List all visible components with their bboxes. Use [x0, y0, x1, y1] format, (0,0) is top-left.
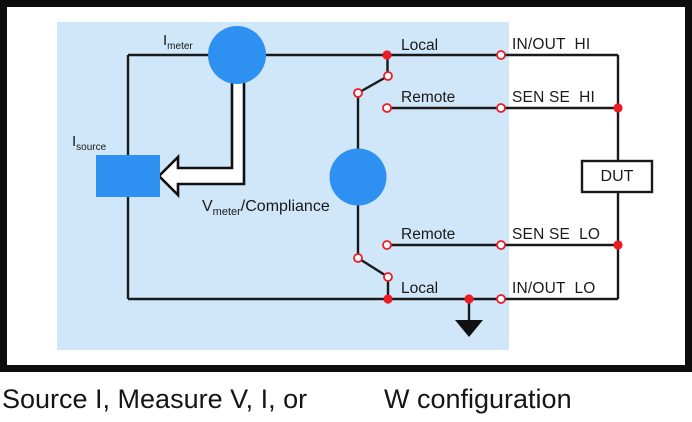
upper-switch-local-label: Local [401, 37, 439, 54]
i-meter-label: Imeter [163, 32, 193, 52]
terminal-inout-hi [496, 50, 506, 60]
junction-sense-hi-dut [613, 103, 623, 113]
compliance-feedback-arrow [157, 76, 246, 199]
upper-switch-pivot [353, 88, 363, 98]
terminal-inout-lo [496, 294, 506, 304]
terminal-sense-lo [496, 240, 506, 250]
lower-switch-blade [357, 256, 389, 279]
terminal-inout-hi-label: IN/OUT HI [512, 36, 591, 53]
lower-switch-local-label: Local [401, 280, 439, 297]
v-meter-label: Vmeter/Compliance [202, 198, 330, 218]
lower-switch-contact-local [383, 272, 393, 282]
upper-switch-contact-remote [382, 103, 392, 113]
terminal-contacts [353, 50, 506, 304]
dut-box [580, 159, 654, 194]
v-meter-circle [329, 148, 387, 206]
diagram-frame [0, 0, 692, 372]
junction-ground [464, 294, 474, 304]
circuit-svg [96, 26, 654, 337]
junction-dots [382, 50, 623, 304]
junction-local-hi [382, 50, 392, 60]
terminal-sense-hi-label: SEN SE HI [512, 89, 595, 106]
i-source-label: Isource [72, 133, 107, 153]
caption-configuration: W configuration [384, 384, 572, 414]
upper-switch-remote-label: Remote [401, 89, 456, 106]
dut-label: DUT [600, 168, 634, 185]
lower-switch-remote-label: Remote [401, 226, 456, 243]
i-meter-circle [208, 26, 266, 84]
junction-sense-lo-dut [613, 240, 623, 250]
i-source-rect [96, 155, 160, 197]
upper-switch-contact-local [383, 71, 393, 81]
ground-icon [455, 299, 483, 337]
caption-source-measure: Source I, Measure V, I, or [2, 384, 308, 414]
terminal-sense-lo-label: SEN SE LO [512, 226, 601, 243]
lower-switch-contact-remote [382, 240, 392, 250]
junction-local-lo [383, 294, 393, 304]
terminal-sense-hi [496, 103, 506, 113]
lower-switch-pivot [353, 253, 363, 263]
terminal-inout-lo-label: IN/OUT LO [512, 280, 596, 297]
upper-switch-blade [357, 74, 389, 95]
